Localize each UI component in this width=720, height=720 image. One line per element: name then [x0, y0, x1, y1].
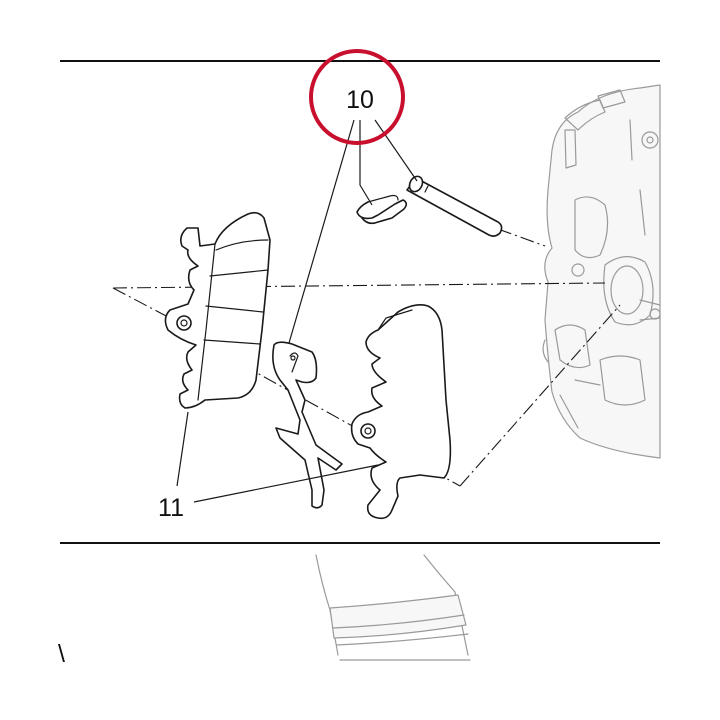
pad-retaining-pin [406, 175, 503, 237]
callout-10-label: 10 [346, 86, 374, 114]
caliper-body-ghost [542, 84, 661, 459]
retaining-clip [356, 194, 408, 225]
callout-10-leaders [288, 119, 418, 344]
callout-11-label: 11 [158, 494, 184, 522]
brake-pad-inner [164, 211, 271, 409]
brake-pad-outer [350, 304, 452, 520]
fork-tube-ghost [315, 554, 471, 661]
highlight-circle [309, 49, 405, 145]
stray-mark: \ [58, 640, 65, 668]
callout-11-leaders [176, 411, 379, 503]
anti-rattle-spring [272, 341, 343, 509]
